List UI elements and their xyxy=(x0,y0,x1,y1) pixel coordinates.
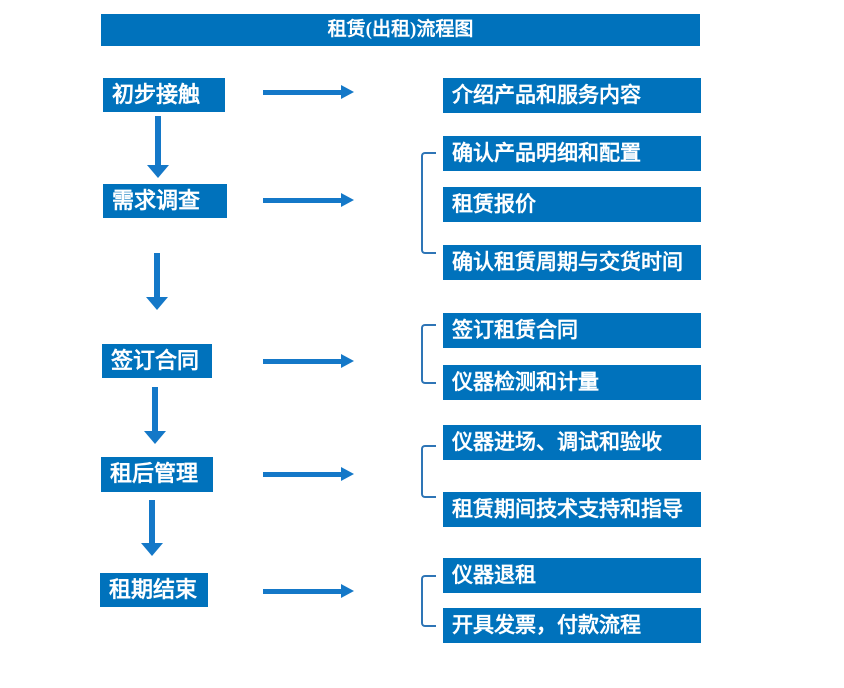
arrow-right-3 xyxy=(263,354,354,368)
bracket-sign-contract-group xyxy=(421,324,436,384)
detail-box-sign-rental-contract: 签订租赁合同 xyxy=(443,313,701,348)
detail-box-instrument-return: 仪器退租 xyxy=(443,558,701,593)
detail-box-instrument-acceptance: 仪器进场、调试和验收 xyxy=(443,425,701,460)
detail-box-instrument-testing: 仪器检测和计量 xyxy=(443,365,701,400)
arrow-down-2 xyxy=(146,253,168,310)
bracket-post-rental-group xyxy=(421,445,436,498)
detail-box-invoice-payment: 开具发票，付款流程 xyxy=(443,608,701,643)
detail-box-confirm-period-delivery: 确认租赁周期与交货时间 xyxy=(443,245,701,280)
arrow-right-2 xyxy=(263,193,354,207)
detail-box-rental-quote: 租赁报价 xyxy=(443,187,701,222)
step-box-rental-end: 租期结束 xyxy=(100,573,208,607)
step-box-post-rental-management: 租后管理 xyxy=(101,457,213,492)
step-box-sign-contract: 签订合同 xyxy=(102,344,212,378)
arrow-right-5 xyxy=(263,584,354,598)
flowchart-title: 租赁(出租)流程图 xyxy=(101,14,700,46)
bracket-rental-end-group xyxy=(421,575,436,627)
detail-box-confirm-product-config: 确认产品明细和配置 xyxy=(443,136,701,171)
arrow-down-1 xyxy=(147,116,169,178)
detail-box-tech-support: 租赁期间技术支持和指导 xyxy=(443,492,701,527)
step-box-initial-contact: 初步接触 xyxy=(103,78,225,112)
arrow-right-4 xyxy=(263,467,354,481)
step-box-demand-survey: 需求调查 xyxy=(103,184,227,218)
arrow-right-1 xyxy=(263,85,354,99)
arrow-down-3 xyxy=(144,387,166,444)
bracket-demand-survey-group xyxy=(421,152,436,254)
detail-box-introduce-products: 介绍产品和服务内容 xyxy=(443,78,701,113)
arrow-down-4 xyxy=(141,500,163,556)
